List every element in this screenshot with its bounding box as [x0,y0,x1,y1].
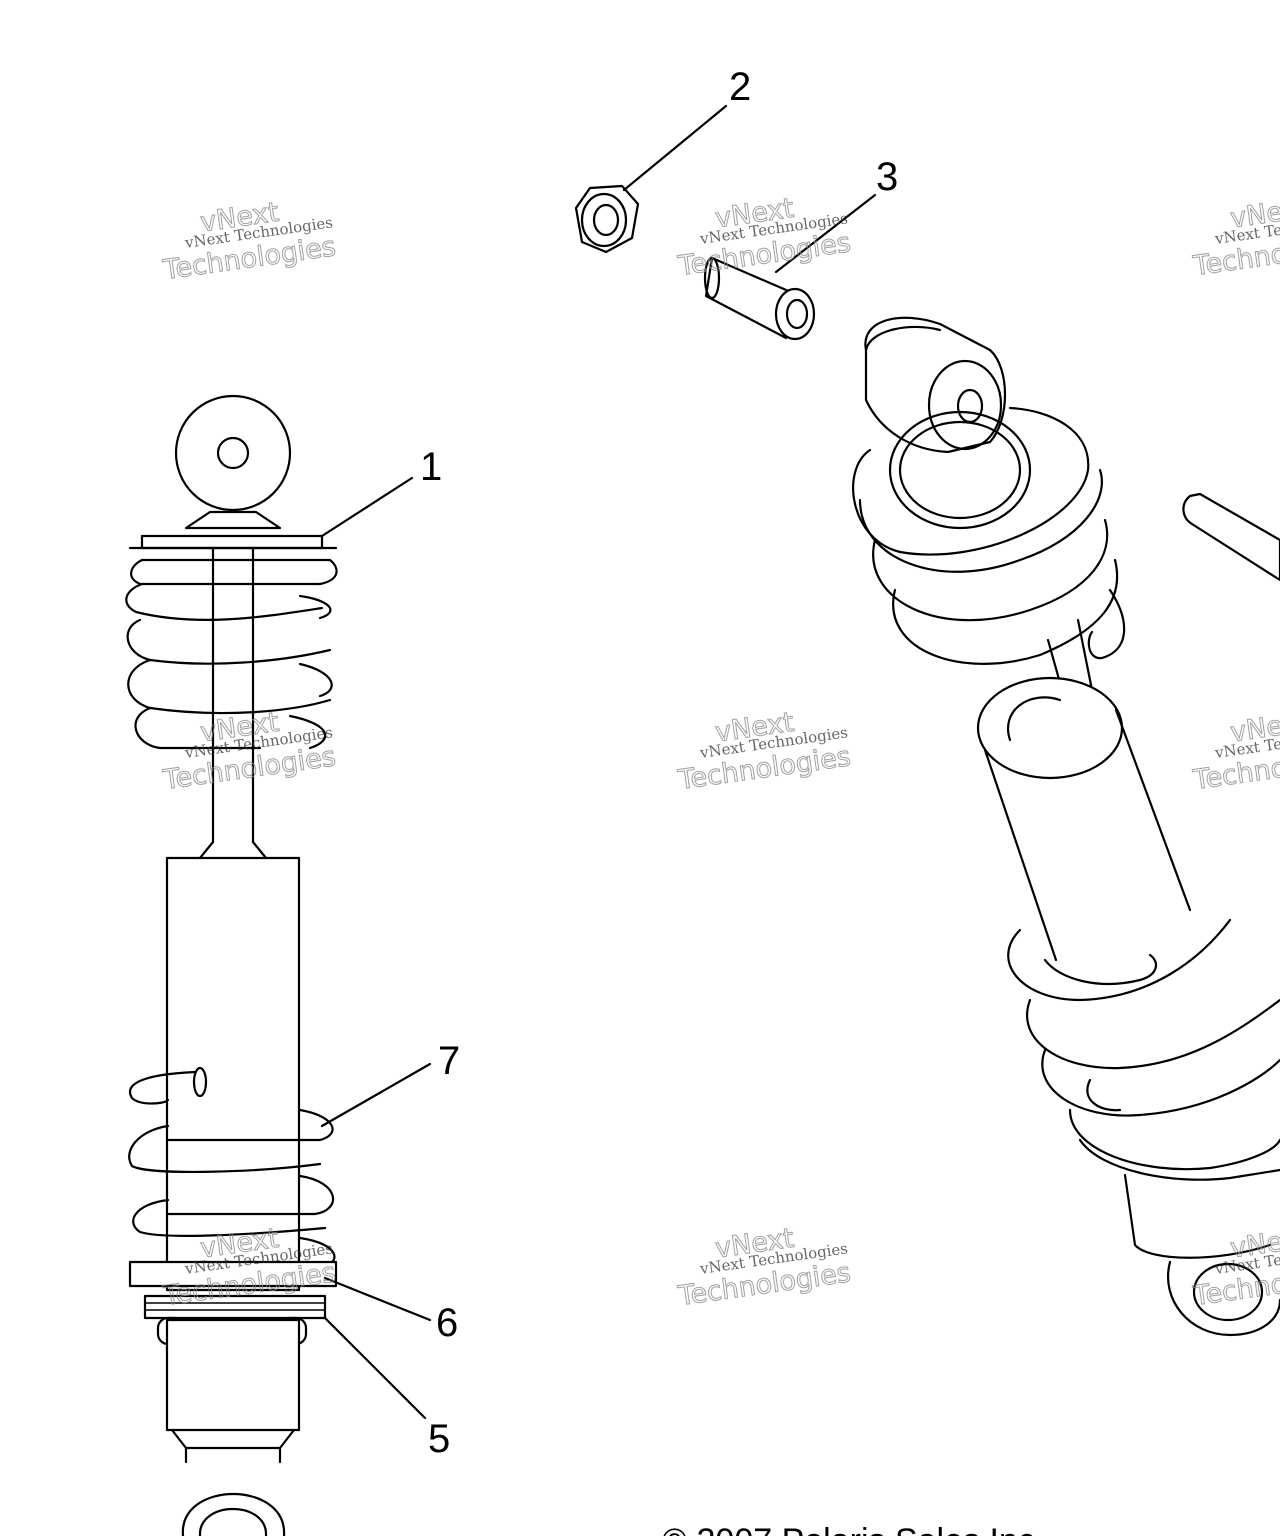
callout-2: 2 [729,65,751,109]
watermark-6: vNext vNext Technologies Technologies [1190,706,1280,796]
upper-spring [125,558,338,750]
right-shock-assembly [852,316,1280,1337]
watermark-5: vNext vNext Technologies Technologies [675,706,853,796]
watermark-3: vNext vNext Technologies Technologies [1190,192,1280,282]
callout-6: 6 [436,1301,458,1345]
leader-lines [320,104,877,1420]
left-shock-assembly [125,394,338,1536]
watermark-1: vNext vNext Technologies Technologies [160,196,338,286]
callout-3: 3 [876,155,898,199]
partial-shaft [1182,492,1280,582]
watermark-2: vNext vNext Technologies Technologies [675,192,853,282]
watermark-8: vNext vNext Technologies Technologies [675,1222,853,1312]
callout-5: 5 [428,1417,450,1461]
bushing [703,256,816,341]
callout-7: 7 [438,1039,460,1083]
watermark-9: vNext vNext Technologies Technologies [1190,1222,1280,1312]
flange-nut [574,184,640,254]
copyright-notice: © 2007 Polaris Sales Inc. [662,1522,1044,1536]
callout-1: 1 [420,445,442,489]
